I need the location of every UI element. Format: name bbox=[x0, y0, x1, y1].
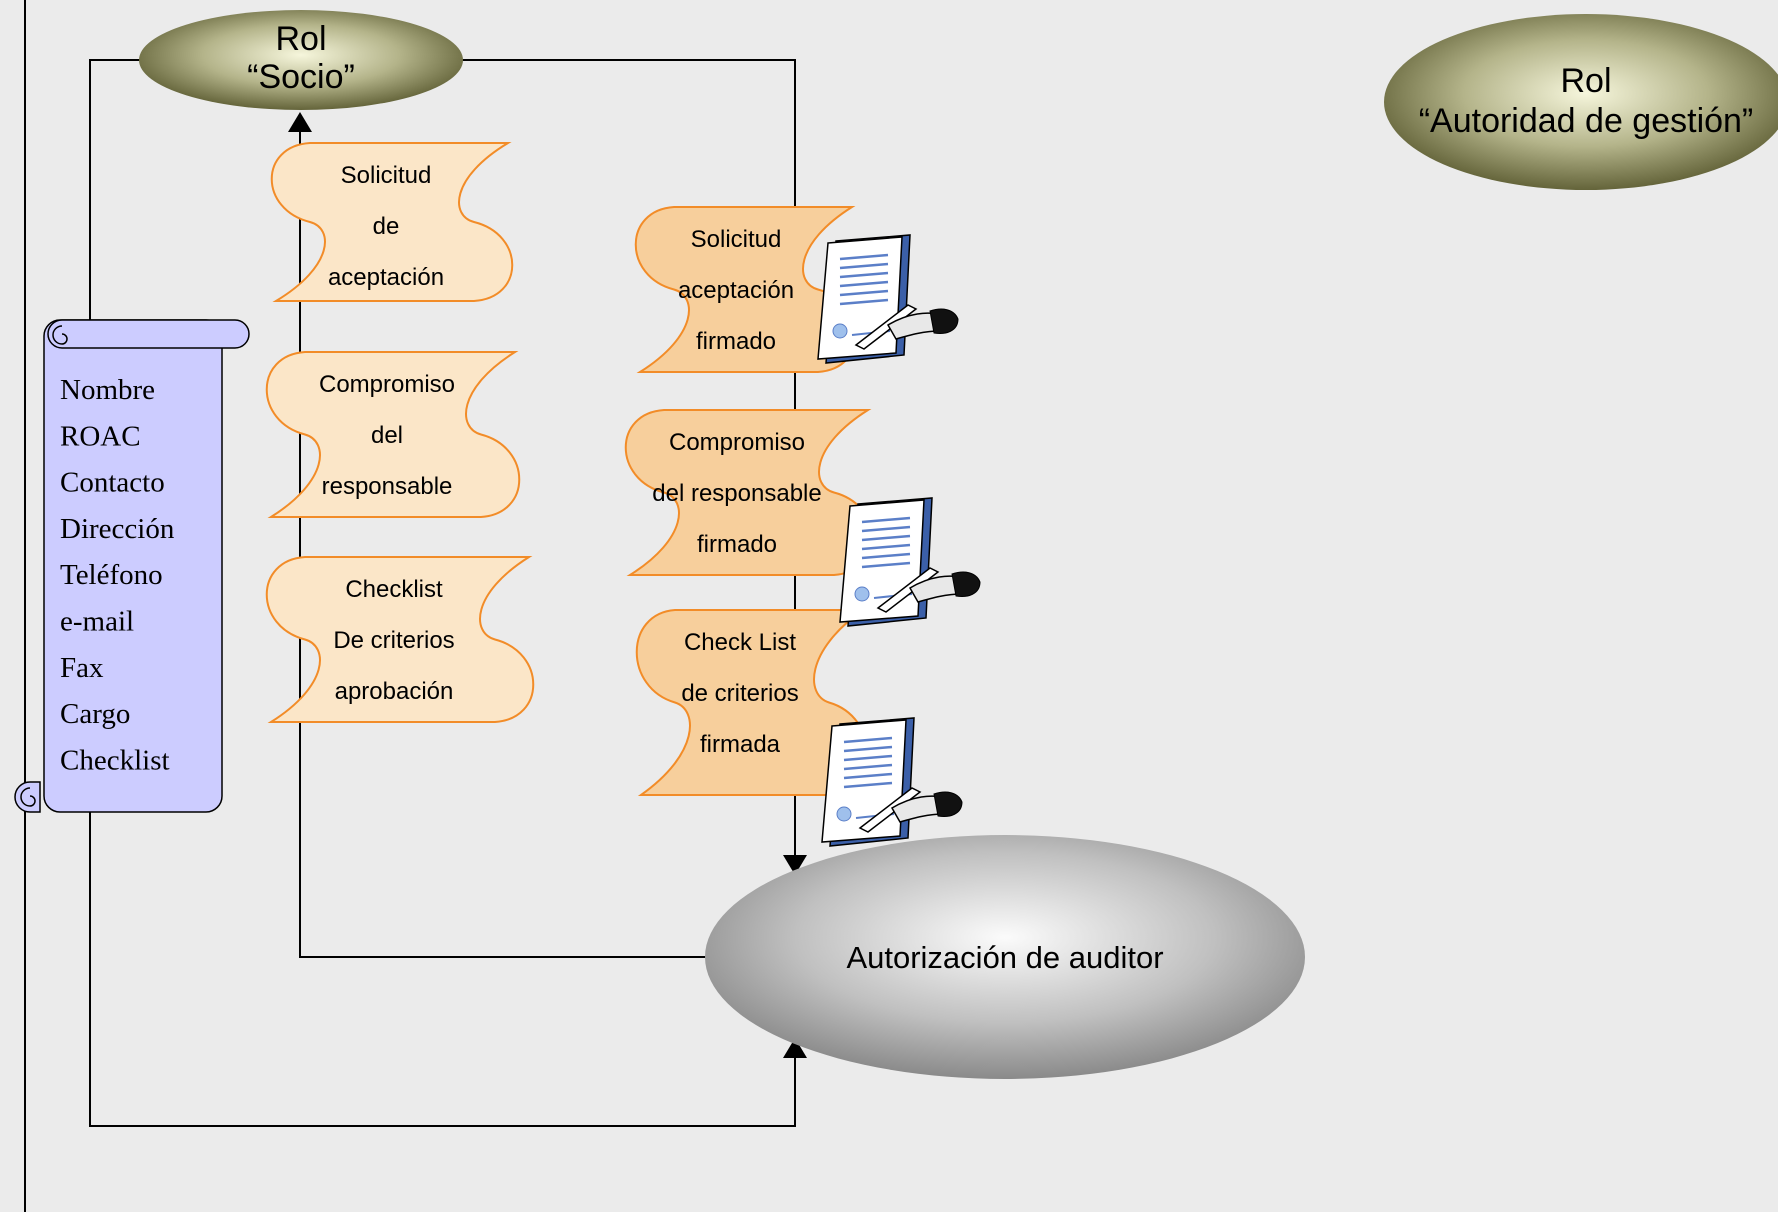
document-label-line: Compromiso bbox=[319, 371, 455, 398]
document-outline bbox=[270, 142, 514, 302]
scroll-field: Teléfono bbox=[60, 559, 163, 591]
document-label-line: responsable bbox=[322, 473, 453, 500]
role-socio-name: “Socio” bbox=[247, 58, 355, 96]
role-autoridad-name: “Autoridad de gestión” bbox=[1419, 102, 1754, 140]
scroll-field: Nombre bbox=[60, 374, 155, 406]
scroll-bottom-roll bbox=[14, 781, 41, 813]
role-socio-title: Rol bbox=[275, 20, 326, 58]
document-label-line: Check List bbox=[684, 629, 796, 656]
role-autoridad-de-gestion: Rol “Autoridad de gestión” bbox=[1384, 14, 1778, 190]
document-outline bbox=[265, 556, 535, 723]
document-label-line: aprobación bbox=[335, 678, 454, 705]
signing-document-icon bbox=[839, 497, 981, 627]
scroll-field: Dirección bbox=[60, 513, 175, 545]
document-shape: Compromiso del responsable bbox=[265, 351, 521, 518]
role-autoridad-title: Rol bbox=[1560, 62, 1611, 100]
document-shape: Compromiso del responsable firmado bbox=[624, 409, 874, 576]
document-shape: Check List de criterios firmada bbox=[635, 609, 869, 796]
scroll-top-roll bbox=[47, 319, 250, 349]
document-label-line: Solicitud bbox=[691, 226, 782, 253]
scroll-field: ROAC bbox=[60, 420, 141, 452]
document-label-line: de criterios bbox=[681, 680, 798, 707]
process-autorizacion-de-auditor: Autorización de auditor bbox=[705, 835, 1305, 1079]
document-label-line: aceptación bbox=[328, 264, 444, 291]
scroll-field: Contacto bbox=[60, 467, 165, 499]
role-socio: Rol “Socio” bbox=[139, 10, 463, 110]
documents-signed-group: SolicitudaceptaciónfirmadoCompromisodel … bbox=[624, 206, 874, 796]
document-label-line: Checklist bbox=[345, 576, 443, 603]
document-label-line: firmado bbox=[696, 328, 776, 355]
document-label-line: Solicitud bbox=[341, 162, 432, 189]
document-outline bbox=[624, 409, 874, 576]
document-outline bbox=[265, 351, 521, 518]
document-label-line: Compromiso bbox=[669, 429, 805, 456]
connector-socio-to-process bbox=[462, 59, 807, 875]
connector-scroll-to-process bbox=[89, 812, 807, 1127]
connector-socio-to-scroll bbox=[89, 59, 140, 325]
document-label-line: de bbox=[373, 213, 400, 240]
document-shape: Solicitud de aceptación bbox=[270, 142, 514, 302]
scroll-top-curl-icon bbox=[52, 325, 68, 345]
document-label-line: De criterios bbox=[333, 627, 454, 654]
document-label-line: del bbox=[371, 422, 403, 449]
document-label-line: del responsable bbox=[652, 480, 821, 507]
document-shape: Solicitud aceptación firmado bbox=[634, 206, 858, 373]
process-label: Autorización de auditor bbox=[846, 940, 1163, 975]
scroll-field: Checklist bbox=[60, 744, 170, 776]
document-label-line: firmada bbox=[700, 731, 781, 758]
document-label-line: firmado bbox=[697, 531, 777, 558]
scroll-field: Fax bbox=[60, 652, 104, 684]
signing-document-icon bbox=[821, 717, 963, 847]
signing-document-icon bbox=[817, 234, 959, 364]
document-shape: Checklist De criterios aprobación bbox=[265, 556, 535, 723]
scroll-field: e-mail bbox=[60, 606, 134, 638]
scroll-field: Cargo bbox=[60, 698, 130, 730]
scroll-bottom-curl-icon bbox=[20, 787, 36, 807]
document-outline bbox=[634, 206, 858, 373]
document-label-line: aceptación bbox=[678, 277, 794, 304]
signing-icons-group bbox=[817, 234, 981, 847]
